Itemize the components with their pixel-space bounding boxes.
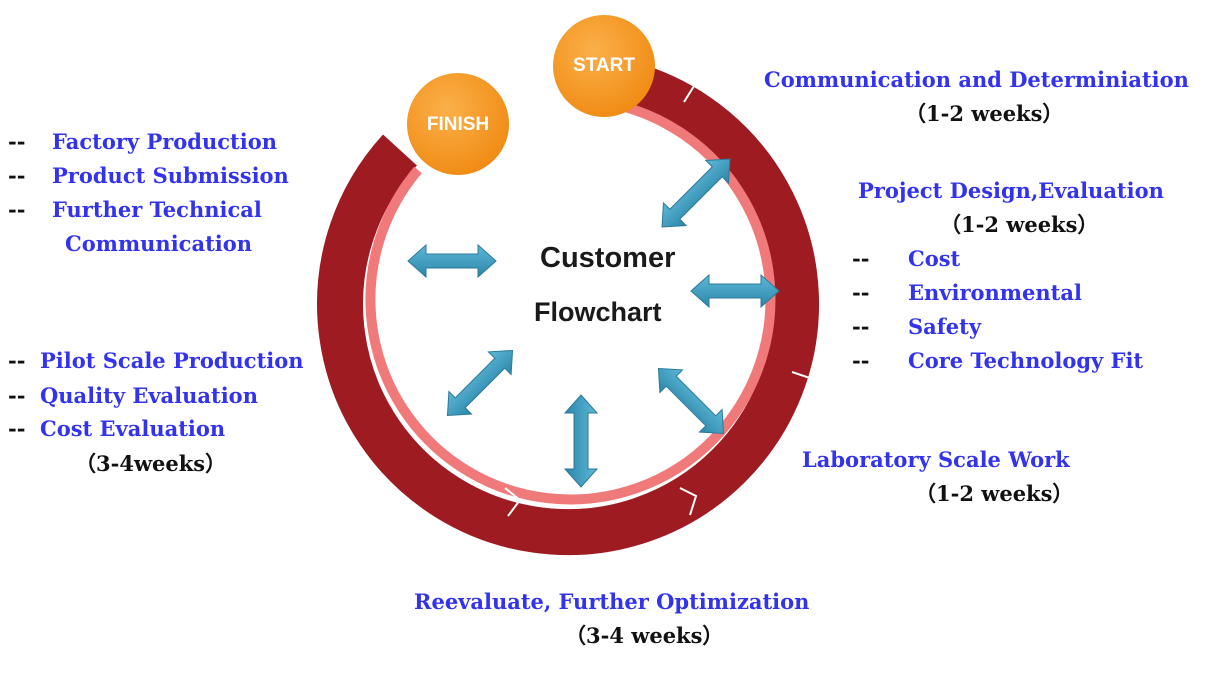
center-title: Customer — [540, 242, 676, 274]
stage-communication-duration: （1-2 weeks） — [905, 101, 1064, 126]
design-item-safety: Safety — [908, 314, 982, 339]
pilot-item-cost: Cost Evaluation — [40, 416, 226, 441]
finish-badge — [407, 73, 509, 175]
stage-laboratory-duration: （1-2 weeks） — [915, 481, 1074, 506]
pilot-item-dash: -- — [8, 383, 26, 408]
design-item-dash: -- — [852, 314, 870, 339]
arrow-bottom-right — [657, 367, 725, 435]
design-item-cost: Cost — [908, 246, 961, 271]
pilot-item-production: Pilot Scale Production — [40, 348, 304, 373]
arrow-bottom — [563, 394, 599, 488]
factory-item-dash: -- — [8, 163, 26, 188]
design-item-core-technology: Core Technology Fit — [908, 348, 1144, 373]
factory-item-dash: -- — [8, 129, 26, 154]
ring-segment-separators — [504, 72, 835, 517]
factory-item-further-technical: Further Technical — [52, 197, 262, 222]
center-subtitle: Flowchart — [534, 297, 662, 327]
finish-label: FINISH — [426, 114, 490, 135]
factory-item-communication: Communication — [65, 231, 253, 256]
factory-item-submission: Product Submission — [52, 163, 289, 188]
stage-laboratory-title: Laboratory Scale Work — [802, 447, 1070, 472]
start-badge — [553, 15, 655, 117]
factory-item-production: Factory Production — [52, 129, 277, 154]
stage-communication-title: Communication and Determiniation — [764, 67, 1189, 92]
arrow-bottom-left — [446, 349, 514, 417]
stage-pilot-duration: （3-4weeks） — [75, 451, 227, 476]
pilot-item-dash: -- — [8, 348, 26, 373]
stage-design-title: Project Design,Evaluation — [858, 178, 1164, 203]
start-label: START — [573, 55, 635, 76]
factory-item-dash: -- — [8, 197, 26, 222]
process-ring — [317, 57, 820, 556]
process-ring-inner — [365, 98, 776, 505]
pilot-item-dash: -- — [8, 416, 26, 441]
pilot-item-quality: Quality Evaluation — [40, 383, 258, 408]
design-item-dash: -- — [852, 246, 870, 271]
arrow-right — [690, 273, 780, 309]
design-item-environmental: Environmental — [908, 280, 1082, 305]
stage-design-duration: （1-2 weeks） — [940, 212, 1099, 237]
arrow-top-right — [661, 158, 731, 228]
design-item-dash: -- — [852, 348, 870, 373]
arrow-left — [407, 243, 497, 279]
design-item-dash: -- — [852, 280, 870, 305]
stage-reevaluate-duration: （3-4 weeks） — [565, 623, 724, 648]
stage-reevaluate-title: Reevaluate, Further Optimization — [414, 589, 810, 614]
